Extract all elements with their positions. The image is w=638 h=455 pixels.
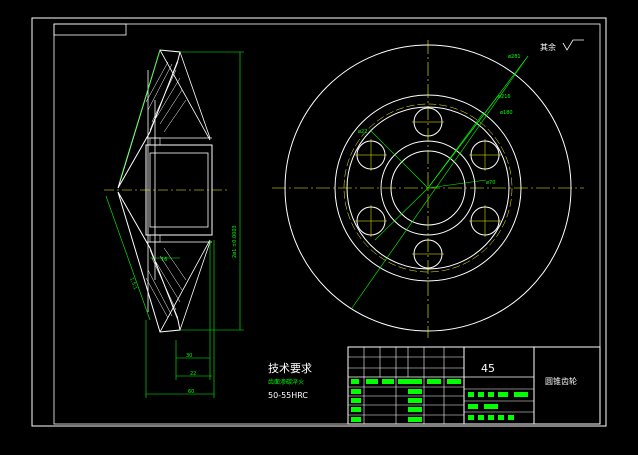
tech-req-line1: 齿面渗碳淬火: [268, 378, 304, 386]
dim-hole-dia: ø22: [358, 129, 367, 135]
inner-frame: [53, 23, 601, 425]
cone-upper-hatched: [117, 49, 181, 189]
title-block-labels: [351, 379, 528, 422]
dim-len-22: 22: [190, 371, 196, 377]
dim-pcd: ø216: [498, 94, 511, 100]
dim-outer-dia: ø281: [508, 54, 521, 60]
dim-hub-len: 16: [161, 257, 167, 263]
bolt-pitch-circle: [343, 103, 513, 273]
roughness-note: 其余: [540, 42, 556, 52]
drawing-number-box: [53, 23, 127, 36]
dim-bolt-circle: ø180: [500, 110, 513, 116]
scale-value: 45: [481, 362, 495, 375]
roughness-symbol-icon: [562, 39, 584, 51]
side-section-view: 16 30 22 60 2ø1 ±0.0003 1.5:1: [104, 49, 244, 398]
dim-len-60: 60: [188, 389, 194, 395]
title-block: 45 圆锥齿轮: [347, 346, 601, 425]
sheet-border: [31, 17, 607, 427]
part-name: 圆锥齿轮: [545, 376, 577, 386]
tech-req-title: 技术要求: [268, 362, 312, 375]
dim-bore: ø70: [486, 180, 495, 186]
bolt-hole-centerlines: [355, 121, 501, 255]
side-dimensions: [105, 49, 244, 398]
front-dimensions: [351, 55, 529, 309]
tech-requirements: 技术要求 齿面渗碳淬火 50-55HRC: [268, 362, 312, 400]
tech-req-line2: 50-55HRC: [268, 391, 308, 400]
front-view: ø281 ø216 ø180 ø22 ø70 其余: [272, 39, 584, 338]
dim-len-30: 30: [186, 353, 192, 359]
dim-side-bore: 2ø1 ±0.0003: [232, 225, 238, 258]
dim-slope: 1.5:1: [128, 277, 138, 291]
section-hatching: [145, 61, 187, 319]
cone-lower-hatched: [117, 191, 181, 333]
